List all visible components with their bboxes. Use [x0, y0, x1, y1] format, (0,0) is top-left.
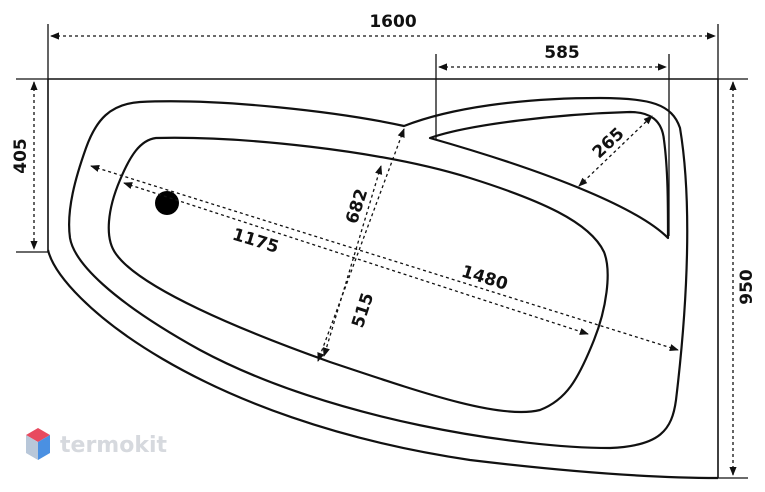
- label-265: 265: [589, 124, 629, 163]
- tub-rim-contour: [68, 96, 689, 450]
- watermark-brand: termokit: [60, 433, 167, 458]
- label-682: 682: [342, 186, 372, 226]
- termokit-logo-icon: [26, 428, 50, 460]
- label-1480: 1480: [459, 262, 510, 295]
- watermark: termokit: [26, 428, 167, 460]
- label-1600: 1600: [369, 12, 416, 32]
- tub-outer-contour: [46, 249, 719, 480]
- headrest-contour: [428, 110, 670, 240]
- label-585: 585: [544, 43, 580, 63]
- label-1175: 1175: [230, 225, 281, 258]
- label-950: 950: [737, 269, 757, 305]
- label-515: 515: [348, 290, 378, 330]
- label-405: 405: [11, 138, 31, 174]
- dim-line-265: [578, 115, 653, 187]
